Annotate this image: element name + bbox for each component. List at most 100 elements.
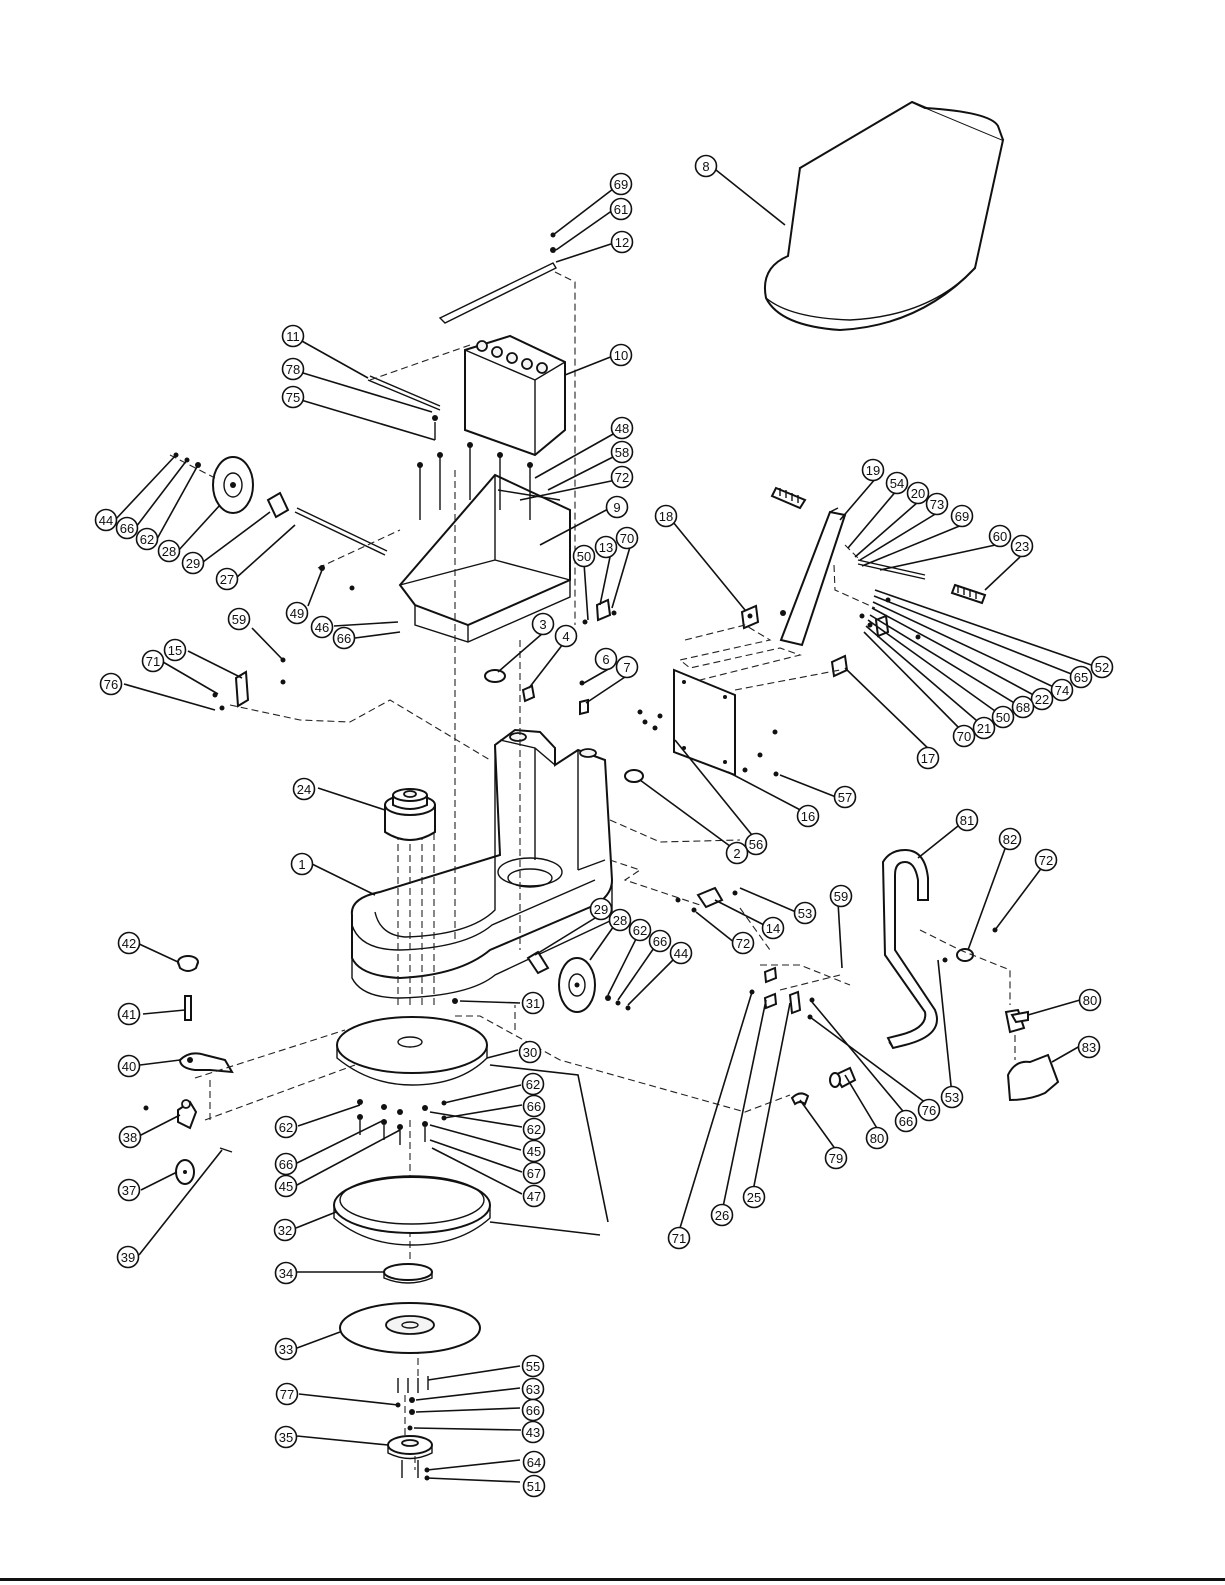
- callout-circle: [952, 724, 976, 748]
- callout-circle: [99, 672, 123, 696]
- callout-62: 62: [628, 918, 652, 942]
- callout-72: 72: [610, 465, 634, 489]
- callout-69: 69: [609, 172, 633, 196]
- callout-circle: [275, 1382, 299, 1406]
- callout-circle: [998, 827, 1022, 851]
- callout-number: 45: [527, 1144, 541, 1159]
- callout-number: 50: [577, 549, 591, 564]
- callout-53: 53: [940, 1085, 964, 1109]
- callout-circle: [521, 1072, 545, 1096]
- callout-14: 14: [761, 916, 785, 940]
- callout-circle: [654, 504, 678, 528]
- callout-61: 61: [609, 197, 633, 221]
- callout-number: 55: [526, 1359, 540, 1374]
- callout-73: 73: [925, 492, 949, 516]
- callout-number: 12: [615, 235, 629, 250]
- callout-circle: [925, 492, 949, 516]
- callout-number: 62: [527, 1122, 541, 1137]
- callout-79: 79: [824, 1146, 848, 1170]
- callout-circle: [281, 324, 305, 348]
- callout-circle: [940, 1085, 964, 1109]
- callout-70: 70: [952, 724, 976, 748]
- callout-number: 29: [594, 902, 608, 917]
- callout-number: 25: [747, 1190, 761, 1205]
- callout-57: 57: [833, 785, 857, 809]
- battery-part: [464, 334, 566, 457]
- callout-80: 80: [1078, 988, 1102, 1012]
- callout-number: 13: [599, 540, 613, 555]
- callout-number: 44: [674, 946, 688, 961]
- callout-number: 6: [602, 652, 609, 667]
- callout-25: 25: [742, 1185, 766, 1209]
- callout-circle: [605, 495, 629, 519]
- callout-66: 66: [332, 626, 356, 650]
- callout-circle: [274, 1261, 298, 1285]
- callout-circle: [710, 1203, 734, 1227]
- callout-number: 80: [1083, 993, 1097, 1008]
- callout-circle: [988, 524, 1012, 548]
- callout-circle: [117, 1054, 141, 1078]
- callout-72: 72: [1034, 848, 1058, 872]
- callout-circle: [273, 1218, 297, 1242]
- callout-number: 33: [279, 1342, 293, 1357]
- callout-circle: [972, 716, 996, 740]
- callout-number: 38: [123, 1130, 137, 1145]
- callout-68: 68: [1011, 695, 1035, 719]
- callout-76: 76: [99, 672, 123, 696]
- callout-circle: [274, 1425, 298, 1449]
- callout-28: 28: [157, 539, 181, 563]
- callout-leader-lines: [114, 169, 1098, 1483]
- callout-circle: [332, 626, 356, 650]
- callout-circle: [608, 908, 632, 932]
- callout-29: 29: [589, 897, 613, 921]
- callout-number: 62: [140, 532, 154, 547]
- callout-76: 76: [917, 1098, 941, 1122]
- callout-17: 17: [916, 746, 940, 770]
- callout-66: 66: [274, 1152, 298, 1176]
- callout-number: 43: [526, 1425, 540, 1440]
- callout-number: 78: [286, 362, 300, 377]
- callout-53: 53: [793, 901, 817, 925]
- callout-46: 46: [310, 615, 334, 639]
- callout-number: 63: [526, 1382, 540, 1397]
- callout-50: 50: [572, 544, 596, 568]
- callout-47: 47: [522, 1184, 546, 1208]
- callout-circle: [594, 647, 618, 671]
- callout-number: 41: [122, 1007, 136, 1022]
- callout-number: 80: [870, 1131, 884, 1146]
- callout-13: 13: [594, 535, 618, 559]
- callout-number: 76: [104, 677, 118, 692]
- callout-circle: [522, 1161, 546, 1185]
- callout-number: 45: [279, 1179, 293, 1194]
- callout-circle: [1034, 848, 1058, 872]
- callout-circle: [609, 197, 633, 221]
- callout-number: 16: [801, 809, 815, 824]
- callout-41: 41: [117, 1002, 141, 1026]
- caster-assembly: [143, 955, 356, 1185]
- callout-43: 43: [521, 1420, 545, 1444]
- callout-number: 83: [1082, 1040, 1096, 1055]
- callout-71: 71: [141, 649, 165, 673]
- callout-number: 18: [659, 509, 673, 524]
- callout-circle: [522, 1094, 546, 1118]
- callout-circle: [1030, 687, 1054, 711]
- callout-number: 26: [715, 1208, 729, 1223]
- callout-number: 1: [298, 857, 305, 872]
- callout-number: 46: [315, 620, 329, 635]
- callout-52: 52: [1090, 655, 1114, 679]
- callout-19: 19: [861, 458, 885, 482]
- callout-circle: [610, 440, 634, 464]
- callout-number: 39: [121, 1250, 135, 1265]
- callout-circle: [861, 458, 885, 482]
- callout-number: 34: [279, 1266, 293, 1281]
- callout-number: 66: [120, 521, 134, 536]
- callout-62: 62: [521, 1072, 545, 1096]
- callout-circle: [554, 624, 578, 648]
- callout-number: 2: [733, 846, 740, 861]
- callout-number: 81: [960, 813, 974, 828]
- callout-circle: [522, 1184, 546, 1208]
- callout-circle: [589, 897, 613, 921]
- callout-number: 53: [798, 906, 812, 921]
- callout-number: 76: [922, 1103, 936, 1118]
- callout-80: 80: [865, 1126, 889, 1150]
